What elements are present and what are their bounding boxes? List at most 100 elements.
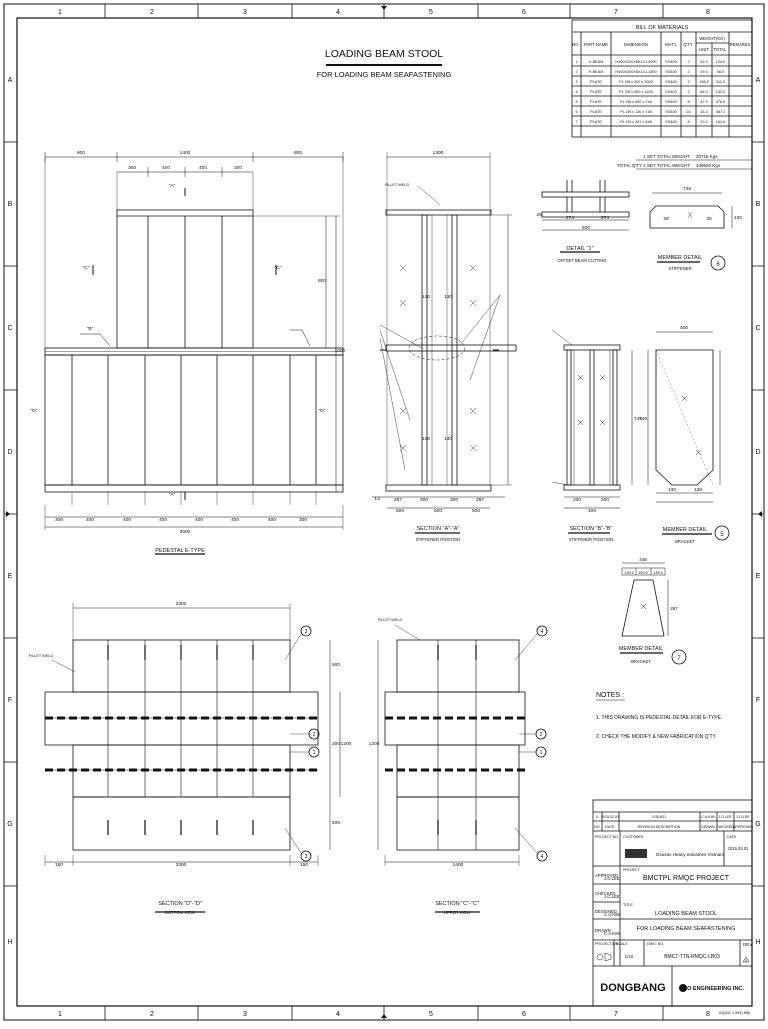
bom-header-dim: DIMENSION	[624, 42, 648, 47]
bom-cell: PLATE	[590, 90, 602, 94]
total-weight-label: 1 SET TOTAL WEIGHT	[643, 154, 690, 159]
aa-dim-b2-2: 600	[434, 508, 442, 514]
bom-cell: 2	[575, 70, 577, 74]
m5-height: 748	[639, 416, 647, 422]
total-weight-value: 20718 Kgs	[696, 154, 718, 159]
aa-plate-dim-1: 130	[422, 294, 430, 300]
checked-value: J.G.LEE	[604, 894, 620, 899]
ped-dim-top-2: 1400	[180, 150, 191, 156]
cc-balloon-1: 4	[541, 629, 544, 635]
member-7-label: MEMBER DETAIL	[619, 646, 664, 652]
member-7-num: 7	[677, 656, 681, 662]
customer-name: Doosan Heavy Industries Vietnam	[656, 852, 724, 857]
member-7-sub: BRACKET	[631, 659, 651, 664]
aa-weld-note: FILLET WELD	[385, 183, 410, 187]
bom-cell: SS400	[665, 120, 676, 124]
member-detail-5	[647, 331, 730, 541]
bom-cell: 5	[575, 100, 577, 104]
d1-edge-dim: 25	[536, 212, 542, 218]
grid-col-8-bottom: 8	[706, 1011, 710, 1018]
rev-date: 2015.02.01	[601, 815, 619, 819]
grid-row-c-right: C	[755, 325, 760, 332]
bom-cell: PL 20t x 400 x 748	[620, 100, 652, 104]
aa-dim-b3: 300	[450, 497, 458, 503]
member-5-sub: BRACKET	[675, 539, 695, 544]
ped-mark-d-right: "D"	[319, 408, 326, 414]
detail-1-view	[541, 180, 630, 253]
grid-row-e: E	[8, 573, 13, 580]
ped-dim-inner-4: 300	[234, 165, 242, 171]
grid-row-b-right: B	[756, 201, 761, 208]
bom-cell: 15.3	[700, 110, 707, 114]
dd-weld-note: FILLET WELD	[29, 654, 54, 658]
detail-1-label: DETAIL "1"	[566, 246, 593, 252]
checked-label: CHECKED	[595, 891, 615, 896]
bom-cell: PL 20t x 287 x 448	[620, 120, 652, 124]
grid-col-5: 5	[429, 9, 433, 16]
bom-text: BILL OF MATERIALS NO. PART NAME DIMENSIO…	[572, 25, 750, 52]
grid-col-2-bottom: 2	[150, 1011, 154, 1018]
grid-col-1: 1	[58, 9, 62, 16]
detail-1-sub: OFFSET BEAM CUTTING	[557, 258, 606, 263]
ped-mark-d-left: "D"	[31, 408, 38, 414]
m7-height: 287	[670, 606, 678, 611]
customer-logo-mark	[625, 849, 647, 858]
grid-col-4: 4	[336, 9, 340, 16]
section-aa-view	[372, 152, 517, 534]
designed-value: C.A.KIM	[604, 912, 620, 917]
bom-cell: 47.0	[700, 100, 707, 104]
ped-height-right: 800	[318, 278, 326, 284]
bom-cell: 24	[686, 110, 690, 114]
cc-balloon-3: 1	[540, 750, 543, 756]
dd-dim-b1: 150	[55, 862, 63, 868]
grid-col-4-bottom: 4	[336, 1011, 340, 1018]
ped-dim-top-1: 800	[77, 150, 85, 156]
aa-plate-dim-2: 130	[444, 294, 452, 300]
grid-col-5-bottom: 5	[429, 1011, 433, 1018]
ped-mark-c-left: "C"	[83, 265, 90, 271]
sno-logo-mark	[679, 984, 687, 992]
member-detail-7	[620, 562, 687, 665]
project-name: BMCTPL RMQC PROJECT	[643, 875, 730, 882]
grid-row-a-right: A	[756, 77, 761, 84]
sheet-frame	[3, 3, 765, 1021]
section-cc-labels: 1400 1200 4 2 1 4 FILLET WELD SECTION "C…	[369, 618, 544, 915]
ped-mark-a-top: "A"	[169, 183, 176, 189]
dd-dim-b2: 3300	[176, 862, 187, 868]
member-6-labels: 748 130 20 20 MEMBER DETAIL STIFFENER 6	[658, 186, 743, 271]
grid-row-c: C	[7, 325, 12, 332]
member-5-label: MEMBER DETAIL	[663, 527, 708, 533]
rev-checked: J.G.LEE	[718, 815, 732, 819]
bom-cell: 29.0	[700, 70, 707, 74]
bom-cell: 6	[575, 110, 577, 114]
cc-balloon-4: 4	[541, 854, 544, 860]
bom-cell: 132.0	[716, 90, 726, 94]
cc-balloon-2: 2	[540, 732, 543, 738]
rev-header-date: DATE	[605, 825, 615, 829]
dd-balloon-4: 3	[305, 854, 308, 860]
ped-dim-bot-4: 400	[159, 517, 167, 523]
grid-row-d-right: D	[755, 449, 760, 456]
bom-cell: 62.0	[700, 60, 707, 64]
drawing-header: LOADING BEAM STOOL FOR LOADING BEAM SEAF…	[317, 48, 452, 79]
bom-header-matl: MAT'L	[665, 42, 677, 47]
approved-value: J.G.LEE	[604, 876, 620, 881]
member-6-sub: STIFFENER	[668, 266, 691, 271]
aa-dim-top: 1300	[433, 150, 444, 156]
detail-1-labels: 274 274 600 25 DETAIL "1" OFFSET BEAM CU…	[536, 212, 609, 263]
grid-col-8: 8	[706, 9, 710, 16]
grid-row-f: F	[8, 697, 12, 704]
section-bb-sub: STIFFENER POSITION	[569, 537, 613, 542]
rev-desc: ISSUED	[652, 815, 666, 819]
grid-row-a: A	[8, 77, 13, 84]
member-detail-6	[649, 192, 733, 271]
bom-cell: H-BEAM	[589, 70, 604, 74]
section-bb-label: SECTION "B"-"B"	[570, 526, 613, 532]
customer-label: CUSTOMER	[623, 835, 644, 839]
bom-cell: 1	[575, 60, 577, 64]
member-6-num: 6	[716, 262, 720, 268]
dd-h-total: 1200	[341, 741, 352, 747]
section-aa-labels: 1300 287 300 300 287 500 600 500 13 130 …	[374, 150, 484, 542]
